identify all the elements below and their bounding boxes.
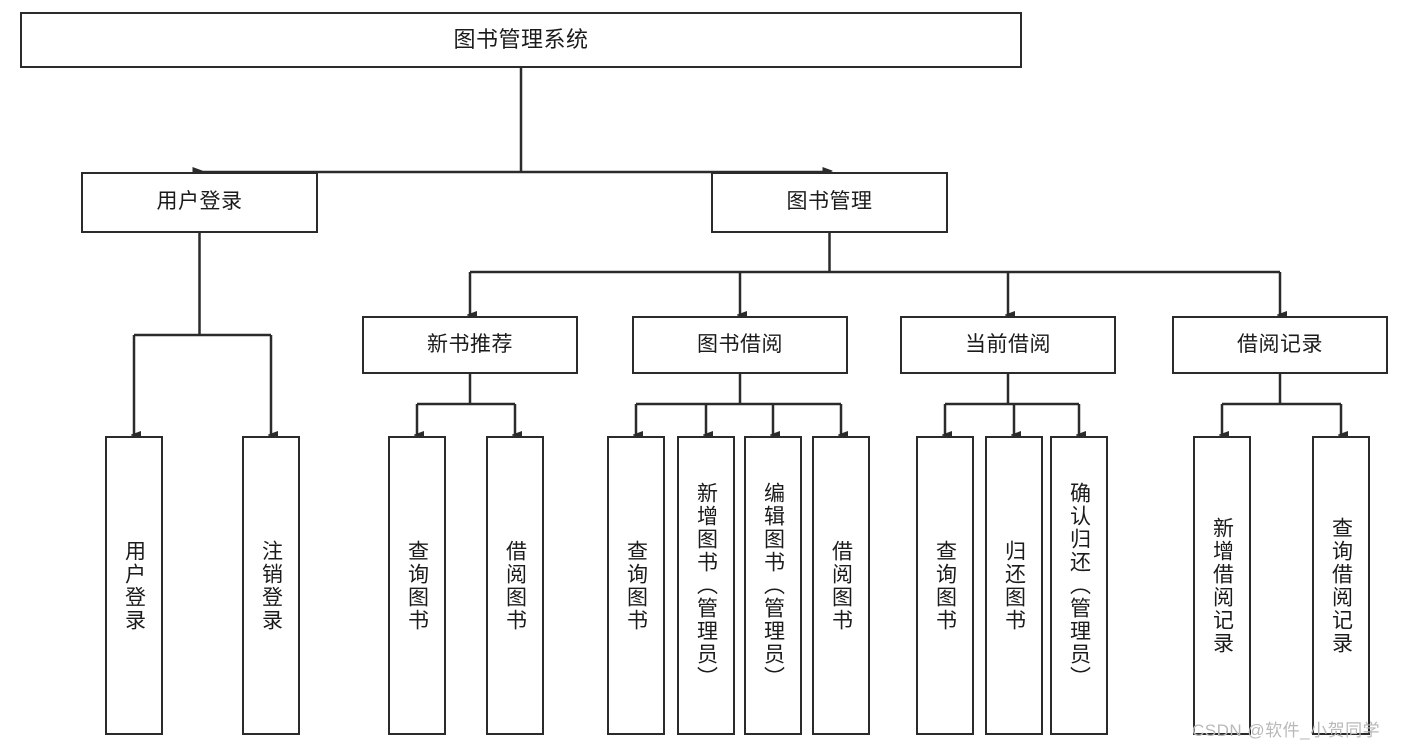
csdn-watermark: CSDN @软件_小贺同学 [1192, 721, 1381, 740]
leaf-query-borrow-record-label: 查询借阅记录 [1329, 516, 1353, 655]
leaf-add-book[interactable]: 新增图书（管理员） [677, 436, 735, 735]
leaf-add-borrow-record[interactable]: 新增借阅记录 [1193, 436, 1251, 735]
node-book-borrow-label: 图书借阅 [697, 332, 783, 356]
leaf-return-book[interactable]: 归还图书 [985, 436, 1043, 735]
node-current-borrow-label: 当前借阅 [965, 332, 1051, 356]
leaf-borrow-book-1[interactable]: 借阅图书 [486, 436, 544, 735]
leaf-user-logout[interactable]: 注销登录 [242, 436, 300, 735]
node-root[interactable]: 图书管理系统 [20, 12, 1022, 68]
leaf-borrow-book-1-label: 借阅图书 [503, 539, 527, 632]
node-new-book-recommend-label: 新书推荐 [427, 332, 513, 356]
leaf-query-borrow-record[interactable]: 查询借阅记录 [1312, 436, 1370, 735]
leaf-edit-book-label: 编辑图书（管理员） [761, 482, 785, 689]
leaf-query-book-1-label: 查询图书 [405, 539, 429, 632]
node-book-manage[interactable]: 图书管理 [711, 172, 948, 233]
node-user-login-label: 用户登录 [156, 190, 243, 214]
leaf-edit-book[interactable]: 编辑图书（管理员） [744, 436, 802, 735]
leaf-add-book-label: 新增图书（管理员） [694, 482, 718, 689]
node-book-manage-label: 图书管理 [786, 190, 873, 214]
leaf-borrow-book-2-label: 借阅图书 [829, 539, 853, 632]
leaf-query-book-2-label: 查询图书 [624, 539, 648, 632]
leaf-add-borrow-record-label: 新增借阅记录 [1210, 516, 1234, 655]
node-user-login[interactable]: 用户登录 [81, 172, 318, 233]
leaf-borrow-book-2[interactable]: 借阅图书 [812, 436, 870, 735]
leaf-user-login[interactable]: 用户登录 [105, 436, 163, 735]
leaf-query-book-3-label: 查询图书 [933, 539, 957, 632]
leaf-query-book-3[interactable]: 查询图书 [916, 436, 974, 735]
leaf-user-login-label: 用户登录 [122, 539, 146, 632]
leaf-query-book-2[interactable]: 查询图书 [607, 436, 665, 735]
node-borrow-record[interactable]: 借阅记录 [1172, 316, 1388, 374]
node-borrow-record-label: 借阅记录 [1237, 332, 1323, 356]
leaf-confirm-return-label: 确认归还（管理员） [1067, 482, 1091, 689]
leaf-user-logout-label: 注销登录 [259, 539, 283, 632]
node-new-book-recommend[interactable]: 新书推荐 [362, 316, 578, 374]
leaf-confirm-return[interactable]: 确认归还（管理员） [1050, 436, 1108, 735]
node-current-borrow[interactable]: 当前借阅 [900, 316, 1116, 374]
leaf-return-book-label: 归还图书 [1002, 539, 1026, 632]
leaf-query-book-1[interactable]: 查询图书 [388, 436, 446, 735]
node-book-borrow[interactable]: 图书借阅 [632, 316, 848, 374]
node-root-label: 图书管理系统 [453, 27, 589, 53]
